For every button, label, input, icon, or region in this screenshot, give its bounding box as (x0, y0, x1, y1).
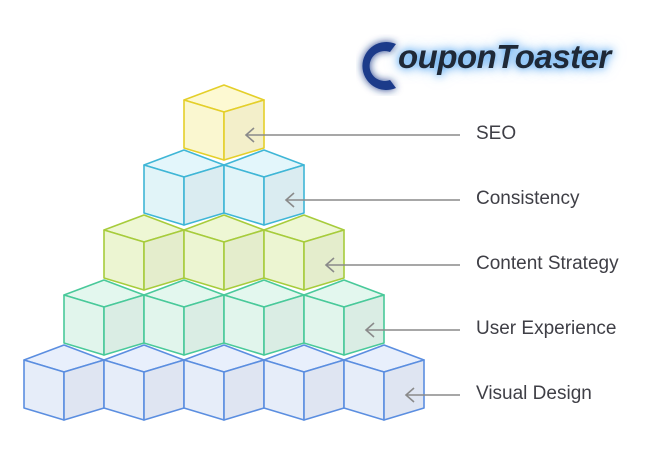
cube (183, 344, 265, 421)
arrow-head-icon (284, 192, 295, 208)
arrow-head-icon (364, 322, 375, 338)
cube-pyramid (23, 84, 425, 421)
coupontoaster-logo-mark (362, 42, 396, 91)
level-label-consistency: Consistency (476, 188, 580, 209)
arrow-head-icon (324, 257, 335, 273)
cube-row-consistency (143, 149, 305, 226)
cube-right-face (343, 294, 385, 356)
level-label-seo: SEO (476, 123, 517, 144)
cube (103, 344, 185, 421)
cube (103, 214, 185, 291)
cube-right-face (263, 164, 305, 226)
cube (23, 344, 105, 421)
cube (183, 214, 265, 291)
cube-row-seo (183, 84, 265, 161)
cube-row-content-strategy (103, 214, 345, 291)
level-label-user-experience: User Experience (476, 318, 617, 339)
cube (223, 149, 305, 226)
cube-row-user-experience (63, 279, 385, 356)
cube-right-face (383, 359, 425, 421)
cube (183, 84, 265, 161)
level-label-content-strategy: Content Strategy (476, 253, 619, 274)
cube (63, 279, 145, 356)
cube (343, 344, 425, 421)
level-label-visual-design: Visual Design (476, 383, 592, 404)
cube (303, 279, 385, 356)
cube-row-visual-design (23, 344, 425, 421)
logo-wordmark: ouponToaster (398, 38, 611, 75)
cube (143, 279, 225, 356)
cube (263, 214, 345, 291)
cube-right-face (303, 229, 345, 291)
arrow-head-icon (404, 387, 415, 403)
label-arrows (244, 127, 460, 403)
arrow-head-icon (244, 127, 255, 143)
cube (263, 344, 345, 421)
cube (223, 279, 305, 356)
cube-right-face (223, 99, 265, 161)
cube (143, 149, 225, 226)
